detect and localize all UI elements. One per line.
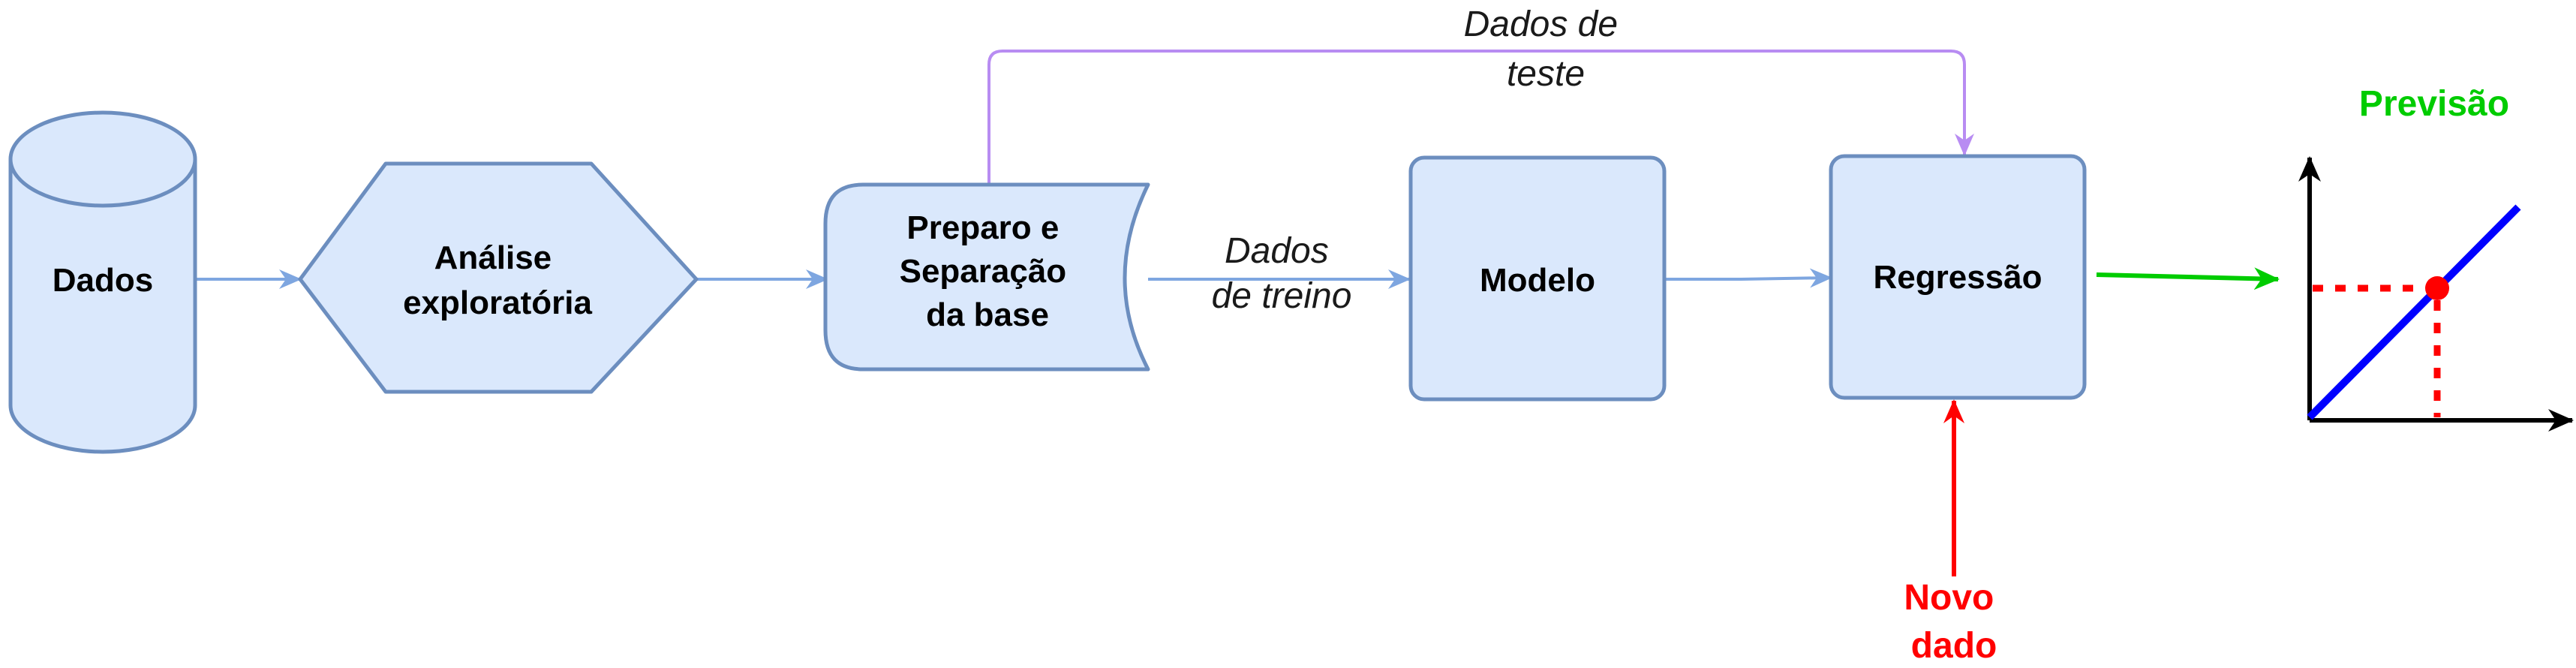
node-label-line: Separação xyxy=(900,253,1067,290)
edge-label-line: de treino xyxy=(1212,276,1352,316)
node-regressao: Regressão xyxy=(1829,154,2087,400)
edge-modelo-to-regressao xyxy=(1664,268,1832,288)
label-line: dado xyxy=(1911,626,1997,666)
node-label-line: Dados xyxy=(53,262,153,299)
edge-label-line: teste xyxy=(1507,54,1585,94)
cylinder-top-rim xyxy=(8,158,197,208)
node-preparo: Preparo e Separação da base xyxy=(823,182,1150,372)
edge-label-dados-de-treino: Dados de treino xyxy=(1212,231,1352,316)
hexagon-shape xyxy=(298,161,699,394)
node-label-line: da base xyxy=(926,296,1049,333)
node-label-line: exploratória xyxy=(403,284,592,321)
node-label-line: Modelo xyxy=(1480,262,1595,299)
prediction-plot xyxy=(2298,156,2574,432)
plot-prediction-point xyxy=(2425,276,2449,300)
edge-label-line: Dados xyxy=(1225,231,1329,271)
edge-label-line: Dados de xyxy=(1464,5,1618,44)
edges xyxy=(195,50,2280,576)
node-dados: Dados xyxy=(8,110,197,454)
process-box xyxy=(1408,155,1667,402)
label-line: Novo xyxy=(1904,578,1994,618)
label-previsao: Previsão xyxy=(2359,84,2509,124)
plot-regression-line xyxy=(2307,204,2521,420)
edge-regressao-to-previsao xyxy=(2096,267,2280,290)
cylinder-shape xyxy=(8,110,197,454)
node-label-modelo: Modelo xyxy=(1480,262,1595,299)
edge-label-dados-de-teste: Dados de teste xyxy=(1464,5,1628,94)
node-label-line: Preparo e xyxy=(906,209,1059,246)
node-label-dados: Dados xyxy=(53,262,153,299)
node-label-regressao: Regressão xyxy=(1873,259,2042,296)
process-box xyxy=(1829,154,2087,400)
node-analise: Análise exploratória xyxy=(298,161,699,394)
node-label-analise: Análise exploratória xyxy=(403,239,592,321)
edge-preparo-to-regressao-test xyxy=(987,50,1974,185)
stored-data-shape xyxy=(823,182,1150,372)
node-modelo: Modelo xyxy=(1408,155,1667,402)
node-label-line: Análise xyxy=(434,239,552,276)
node-label-line: Regressão xyxy=(1873,259,2042,296)
node-label-preparo: Preparo e Separação da base xyxy=(900,209,1076,333)
label-novo-dado: Novo dado xyxy=(1904,578,2003,666)
